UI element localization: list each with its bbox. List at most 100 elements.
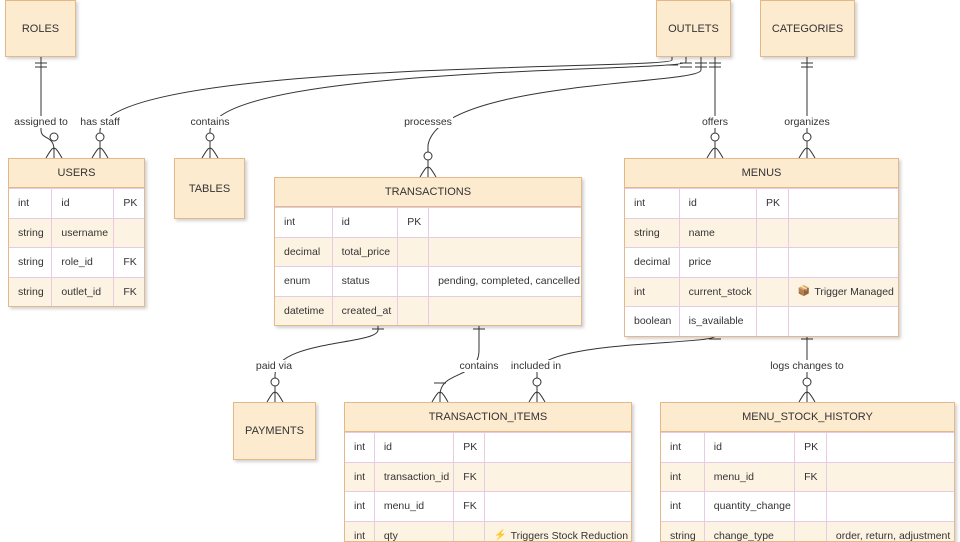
attr-comment [484, 463, 631, 492]
table-row: datetime created_at [275, 296, 581, 326]
entity-roles[interactable]: ROLES [5, 0, 76, 57]
rel-contains-items: contains [458, 360, 499, 372]
attr-comment [788, 219, 898, 248]
attr-name: id [51, 189, 113, 218]
entity-categories-title: CATEGORIES [772, 23, 843, 35]
table-row: int menu_id FK [345, 491, 631, 521]
entity-menu-stock-history[interactable]: MENU_STOCK_HISTORY int id PK int menu_id… [660, 402, 955, 542]
attr-type: datetime [275, 297, 332, 326]
entity-menus-title: MENUS [625, 159, 898, 188]
table-row: int id PK [625, 188, 898, 218]
attr-type: decimal [275, 238, 332, 267]
attr-key [397, 238, 428, 267]
attr-name: id [704, 433, 794, 462]
table-row: int id PK [345, 432, 631, 462]
table-row: int quantity_change [661, 491, 954, 521]
table-row: boolean is_available [625, 306, 898, 336]
attr-name: transaction_id [374, 463, 453, 492]
table-row: int id PK [275, 207, 581, 237]
rel-processes: processes [403, 116, 453, 128]
rel-contains-tables: contains [189, 116, 230, 128]
attr-type: int [661, 492, 704, 521]
attr-type: int [625, 189, 679, 218]
rel-organizes: organizes [783, 116, 831, 128]
entity-transaction-items-title: TRANSACTION_ITEMS [345, 403, 631, 432]
attr-type: string [9, 219, 51, 248]
attr-comment: 📦Trigger Managed [788, 278, 898, 307]
attr-key [794, 522, 826, 542]
attr-comment [484, 492, 631, 521]
attr-key: PK [397, 208, 428, 237]
attr-key: FK [113, 248, 144, 277]
attr-type: decimal [625, 248, 679, 277]
attr-name: created_at [332, 297, 398, 326]
attr-name: username [51, 219, 113, 248]
attr-name: menu_id [374, 492, 453, 521]
entity-users[interactable]: USERS int id PK string username string r… [8, 158, 145, 307]
attr-name: price [679, 248, 756, 277]
attr-comment: pending, completed, cancelled [428, 267, 581, 296]
attr-name: menu_id [704, 463, 794, 492]
attr-comment [484, 433, 631, 462]
attr-comment [428, 238, 581, 267]
trigger-managed-text: Trigger Managed [814, 286, 894, 298]
attr-type: string [9, 248, 51, 277]
attr-name: status [332, 267, 398, 296]
attr-key: FK [113, 278, 144, 307]
attr-key [756, 278, 788, 307]
rel-has-staff: has staff [79, 116, 121, 128]
attr-key [453, 522, 484, 542]
entity-outlets[interactable]: OUTLETS [656, 0, 731, 57]
entity-payments[interactable]: PAYMENTS [233, 402, 316, 460]
attr-type: string [661, 522, 704, 542]
attr-name: id [679, 189, 756, 218]
attr-key [756, 307, 788, 336]
attr-type: enum [275, 267, 332, 296]
table-row: enum status pending, completed, cancelle… [275, 266, 581, 296]
attr-comment: order, return, adjustment [826, 522, 954, 542]
attr-name: role_id [51, 248, 113, 277]
table-row: int qty ⚡Triggers Stock Reduction [345, 521, 631, 542]
attr-key: PK [794, 433, 826, 462]
attr-key: FK [453, 492, 484, 521]
attr-name: id [332, 208, 398, 237]
entity-transactions[interactable]: TRANSACTIONS int id PK decimal total_pri… [274, 177, 582, 326]
attr-name: change_type [704, 522, 794, 542]
attr-type: int [345, 463, 374, 492]
table-row: decimal price [625, 247, 898, 277]
attr-key [397, 267, 428, 296]
attr-type: string [625, 219, 679, 248]
attr-key: PK [113, 189, 144, 218]
attr-comment [788, 189, 898, 218]
entity-roles-title: ROLES [22, 23, 59, 35]
attr-name: outlet_id [51, 278, 113, 307]
entity-categories[interactable]: CATEGORIES [760, 0, 855, 57]
table-row: string change_type order, return, adjust… [661, 521, 954, 542]
attr-type: int [625, 278, 679, 307]
table-row: string role_id FK [9, 247, 144, 277]
entity-outlets-title: OUTLETS [668, 23, 719, 35]
table-row: int menu_id FK [661, 462, 954, 492]
table-row: int id PK [9, 188, 144, 218]
attr-type: int [345, 522, 374, 542]
attr-comment: ⚡Triggers Stock Reduction [484, 522, 631, 542]
attr-key [756, 248, 788, 277]
rel-offers: offers [701, 116, 729, 128]
entity-tables-title: TABLES [189, 183, 230, 195]
attr-name: is_available [679, 307, 756, 336]
entity-transactions-title: TRANSACTIONS [275, 178, 581, 207]
table-row: string outlet_id FK [9, 277, 144, 307]
attr-key: PK [453, 433, 484, 462]
attr-key [794, 492, 826, 521]
entity-tables[interactable]: TABLES [174, 158, 245, 219]
entity-users-title: USERS [9, 159, 144, 188]
attr-key [756, 219, 788, 248]
attr-comment [428, 208, 581, 237]
attr-type: int [345, 492, 374, 521]
attr-key: FK [794, 463, 826, 492]
entity-transaction-items[interactable]: TRANSACTION_ITEMS int id PK int transact… [344, 402, 632, 542]
attr-comment [788, 307, 898, 336]
attr-comment [826, 433, 954, 462]
entity-menus[interactable]: MENUS int id PK string name decimal pric… [624, 158, 899, 337]
